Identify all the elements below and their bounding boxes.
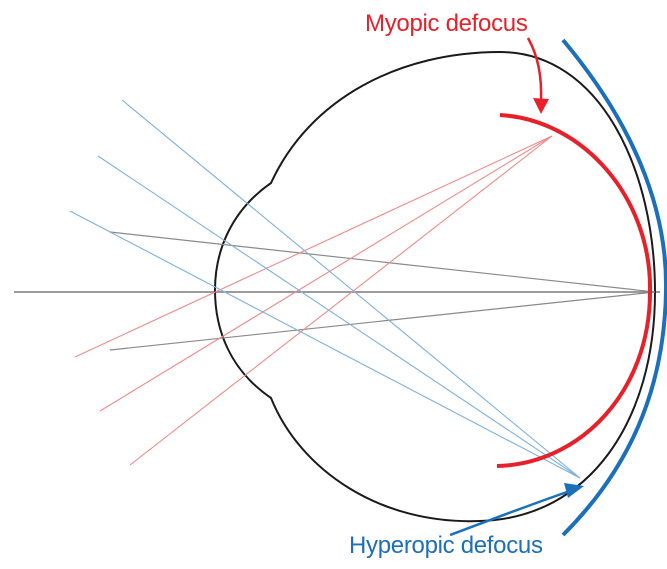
red-rays: [74, 135, 553, 466]
red-ray-3: [129, 135, 553, 466]
myopic-shell-arc: [496, 113, 653, 468]
blue-ray-3: [69, 210, 581, 479]
hyperopic-defocus-label: Hyperopic defocus: [349, 532, 543, 559]
gray-ray-upper: [109, 231, 656, 293]
blue-ray-2: [97, 155, 581, 479]
myopic-defocus-label: Myopic defocus: [365, 10, 528, 37]
gray-rays: [109, 231, 656, 351]
eye-outline: [213, 50, 657, 523]
myopic-arrow: [526, 37, 549, 114]
blue-rays: [69, 99, 581, 479]
red-ray-1: [74, 135, 553, 358]
blue-ray-1: [121, 99, 581, 479]
red-ray-2: [99, 135, 553, 412]
gray-ray-lower: [109, 291, 656, 351]
hyperopic-shell-arc: [561, 38, 667, 537]
hyperopic-arrow: [449, 483, 584, 537]
